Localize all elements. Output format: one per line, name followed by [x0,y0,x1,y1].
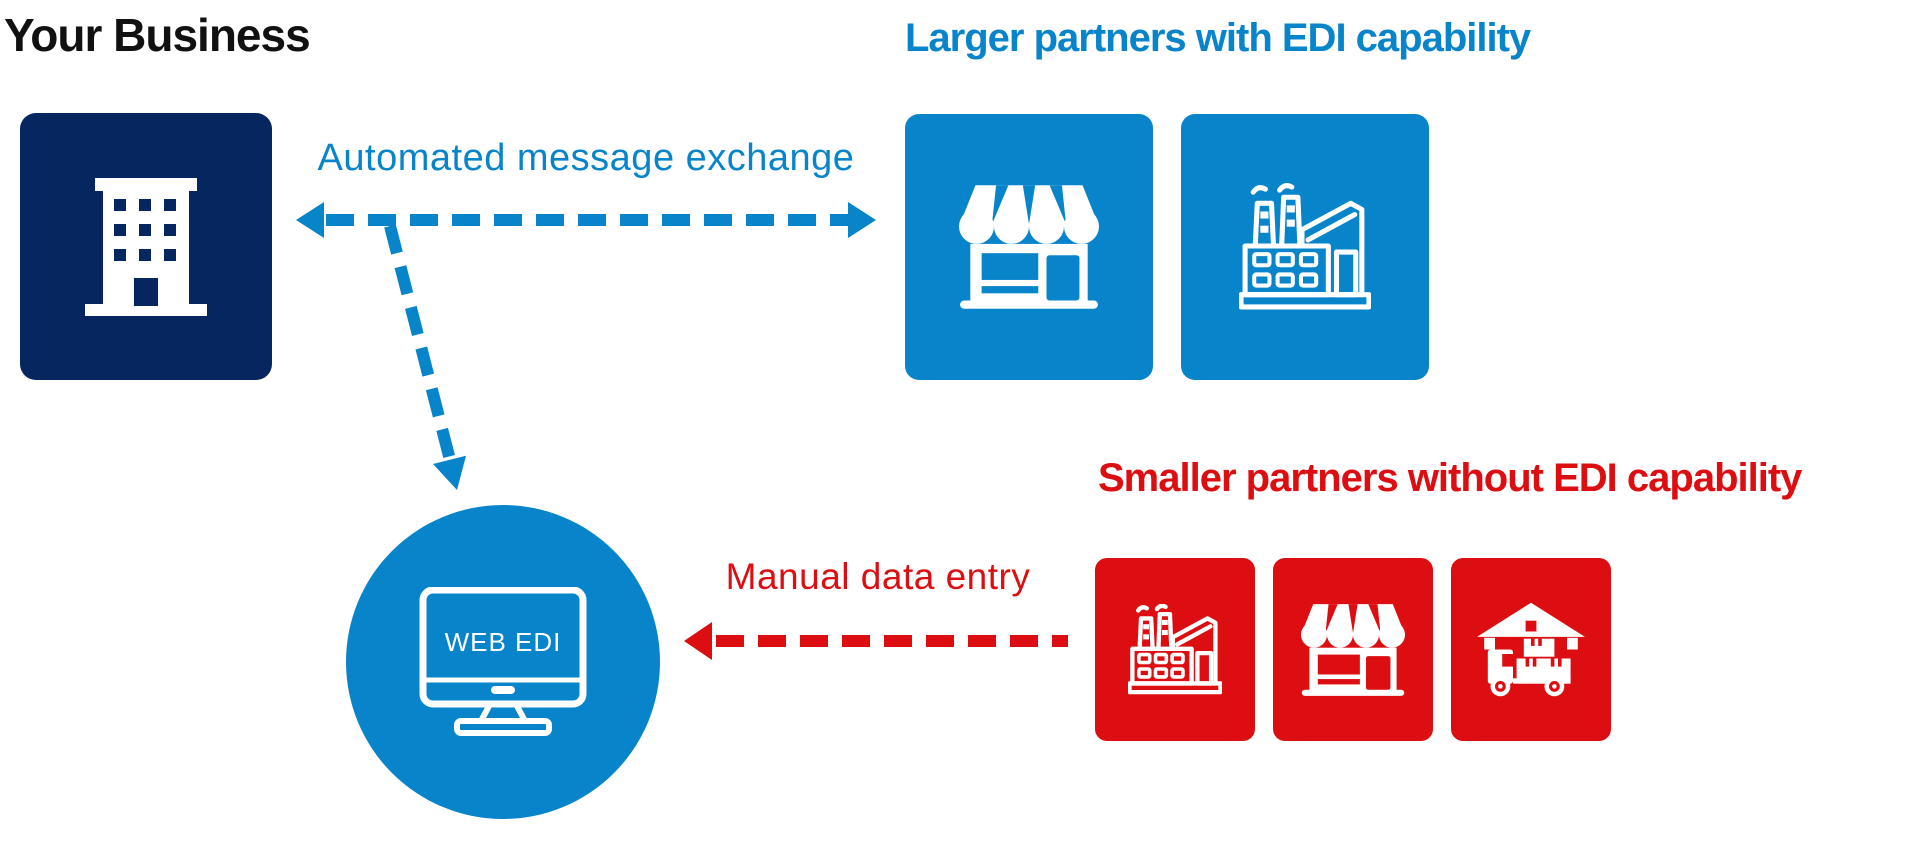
desktop-monitor-icon: WEB EDI [415,587,591,739]
web-edi-hub: WEB EDI [346,505,660,819]
store-icon [959,185,1099,309]
building-icon [85,177,207,316]
automated-exchange-label: Automated message exchange [317,137,855,179]
factory-icon [1181,114,1429,380]
small-store-icon [1273,558,1433,741]
smaller-partners-title: Smaller partners without EDI capability [1098,456,1802,500]
manual-entry-arrow [684,622,1068,660]
automated-exchange-arrow [296,202,876,490]
larger-partner-tile-store [905,114,1153,380]
larger-partners-title: Larger partners with EDI capability [905,16,1531,60]
warehouse-truck-icon [1451,558,1611,741]
web-edi-feed-arrow [384,224,466,490]
manual-entry-label: Manual data entry [725,556,1031,597]
web-edi-screen-label: WEB EDI [445,627,562,657]
small-factory-icon [1095,558,1255,741]
your-business-tile [20,113,272,380]
your-business-title: Your Business [4,9,311,61]
